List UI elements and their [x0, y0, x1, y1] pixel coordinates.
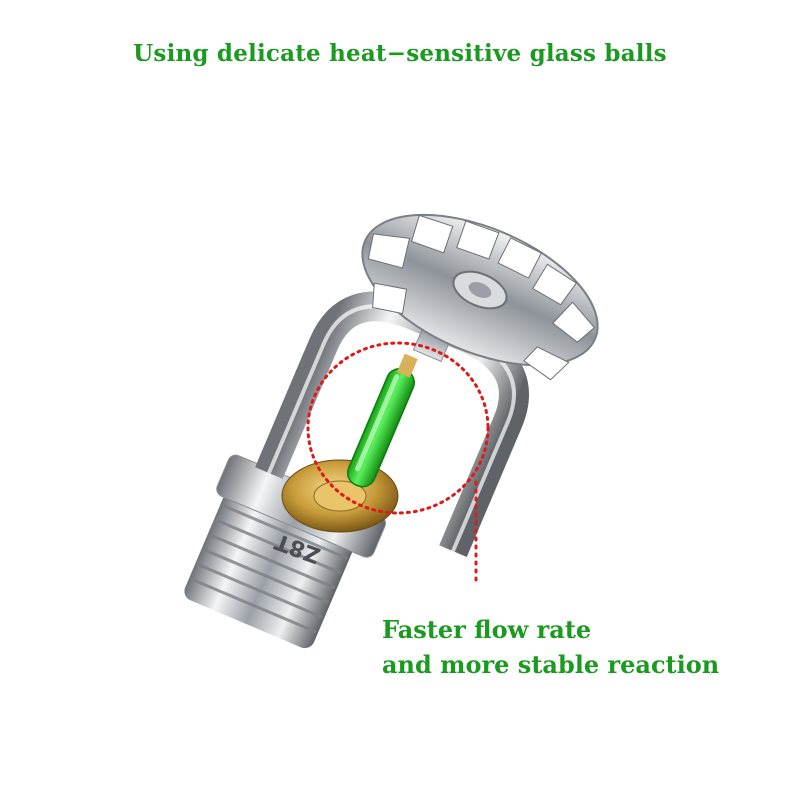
caption-line-2: and more stable reaction: [382, 650, 720, 679]
highlight-circle: [306, 341, 490, 515]
headline-text: Using delicate heat−sensitive glass ball…: [133, 40, 667, 67]
glass-bulb: [346, 353, 418, 488]
deflector: [361, 213, 599, 381]
caption-text: Faster flow rate and more stable reactio…: [382, 612, 719, 682]
caption-line-1: Faster flow rate: [382, 615, 592, 644]
